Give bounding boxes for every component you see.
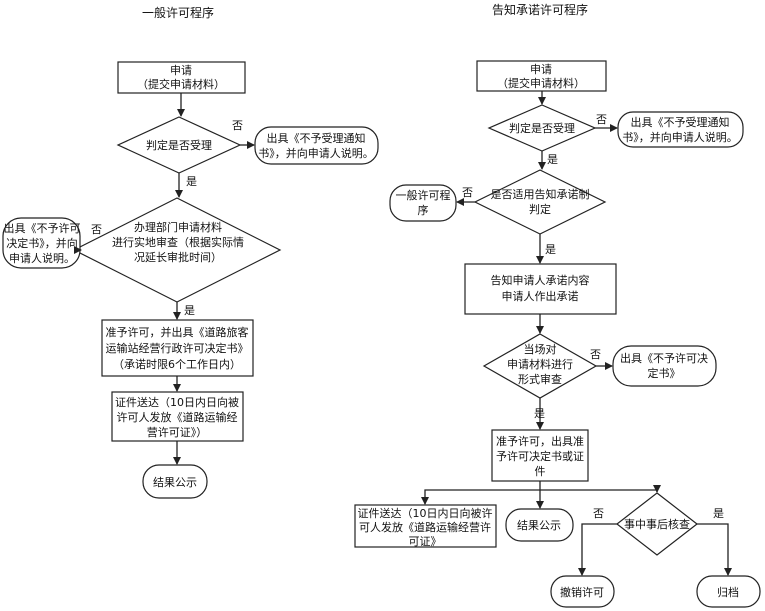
left-deny-decision-node: 出具《不予许可 决定书》，并向 申请人说明。: [2, 217, 81, 269]
right-yes2: 是: [545, 243, 556, 256]
left-accept-check-node: 判定是否受理: [116, 116, 242, 174]
right-grant-node: 准予许可，出具准 予许可决定书或证 件: [491, 429, 589, 482]
left-apply-line1: 申请: [170, 64, 192, 77]
left-publicize-label: 结果公示: [153, 476, 197, 489]
right-grant-line1: 准予许可，出具准: [496, 434, 584, 448]
left-no2: 否: [91, 223, 102, 236]
right-commitment-line1: 告知申请人承诺内容: [491, 273, 590, 287]
right-reject-notice-node: 出具《不予受理通知 书》，并向申请人说明。: [617, 111, 744, 148]
left-deny-line3: 申请人说明。: [9, 251, 75, 265]
right-publicize-label: 结果公示: [517, 519, 561, 532]
right-yes1: 是: [547, 153, 558, 166]
right-deny-line2: 定书》: [648, 366, 681, 380]
right-no4: 否: [593, 507, 604, 520]
right-commitment-node: 告知申请人承诺内容 申请人作出承诺: [464, 263, 617, 315]
right-deny-line1: 出具《不予许可决: [620, 351, 708, 365]
left-reject-notice-node: 出具《不予受理通知 书》，并向申请人说明。: [254, 126, 379, 165]
right-accept-check-label: 判定是否受理: [509, 121, 575, 135]
right-general-procedure-node: 一般许可程 序: [389, 184, 457, 222]
right-no1: 否: [596, 113, 607, 126]
right-title: 告知承诺许可程序: [492, 2, 588, 17]
left-deliver-line3: 营许可证》）: [147, 425, 208, 439]
right-deliver-line1: 证件送达（10日内日向被许: [358, 506, 493, 520]
left-reject-notice-line2: 书》，并向申请人说明。: [258, 146, 374, 160]
right-post-check-node: 事中事后核查: [616, 492, 698, 556]
left-connectors: [74, 93, 255, 465]
left-review-line2: 进行实地审查（根据实际情: [112, 235, 244, 249]
left-review-line3: 况延长审批时间）: [134, 250, 222, 264]
left-title: 一般许可程序: [142, 5, 214, 20]
right-general-line1: 一般许可程: [396, 189, 451, 202]
right-publicize-node: 结果公示: [505, 508, 574, 542]
right-archive-node: 归档: [696, 575, 761, 608]
right-apply-node: 申请 （提交申请材料）: [476, 60, 607, 92]
right-reject-notice-line2: 书》，并向申请人说明。: [622, 130, 738, 144]
right-formal-review-line3: 形式审查: [518, 372, 562, 386]
left-reject-notice-line1: 出具《不予受理通知: [267, 131, 366, 145]
right-commitment-line2: 申请人作出承诺: [502, 289, 579, 303]
right-apply-line2: （提交申请材料）: [497, 76, 585, 90]
right-no3: 否: [590, 348, 601, 361]
right-deny-decision-node: 出具《不予许可决 定书》: [612, 345, 717, 387]
left-deliver-line2: 许可人发放《道路运输经: [117, 410, 238, 424]
right-deliver-node: 证件送达（10日内日向被许 可人发放《道路运输经营许 可证》: [354, 504, 497, 548]
right-formal-review-node: 当场对 申请材料进行 形式审查: [482, 333, 598, 399]
right-apply-line1: 申请: [530, 63, 552, 76]
right-no2: 否: [462, 186, 473, 199]
left-deny-line1: 出具《不予许可: [4, 221, 81, 235]
right-accept-check-node: 判定是否受理: [487, 104, 597, 152]
right-applicable-line2: 判定: [529, 202, 551, 216]
left-grant-node: 准予许可，并出具《道路旅客 运输站经营行政许可决定书》 （承诺时限6个工作日内）: [101, 319, 254, 377]
right-applicable-line1: 是否适用告知承诺制: [491, 187, 590, 201]
right-grant-line2: 予许可决定书或证: [496, 449, 584, 463]
right-post-check-label: 事中事后核查: [624, 517, 690, 531]
left-yes1: 是: [186, 175, 197, 188]
right-formal-review-line1: 当场对: [524, 342, 557, 356]
left-grant-line3: （承诺时限6个工作日内）: [113, 357, 241, 371]
right-general-line2: 序: [418, 203, 429, 217]
right-reject-notice-line1: 出具《不予受理通知: [631, 115, 730, 129]
left-apply-line2: （提交申请材料）: [137, 77, 225, 91]
right-revoke-node: 撤销许可: [550, 575, 615, 608]
right-connectors: [421, 91, 732, 576]
left-grant-line1: 准予许可，并出具《道路旅客: [106, 325, 249, 339]
left-review-node: 办理部门申请材料 进行实地审查（根据实际情 况延长审批时间）: [72, 197, 282, 303]
right-revoke-label: 撤销许可: [560, 585, 604, 599]
left-deliver-node: 证件送达（10日内日向被 许可人发放《道路运输经 营许可证》）: [111, 391, 244, 442]
left-yes2: 是: [184, 304, 195, 317]
left-accept-check-label: 判定是否受理: [146, 138, 212, 152]
right-deliver-line3: 可证》: [409, 535, 442, 548]
right-grant-line3: 件: [535, 465, 546, 478]
left-apply-node: 申请 （提交申请材料）: [117, 61, 246, 94]
left-no1: 否: [232, 119, 243, 132]
right-formal-review-line2: 申请材料进行: [507, 357, 573, 371]
right-yes4: 是: [713, 507, 724, 520]
right-deliver-line2: 可人发放《道路运输经营许: [359, 520, 491, 534]
left-grant-line2: 运输站经营行政许可决定书》: [106, 341, 249, 355]
general-procedure-flow: 一般许可程序 申请 （提交申请材料） 判定是否受理 出具《不予受理通知 书》，并…: [2, 5, 379, 499]
left-deny-line2: 决定书》，并向: [6, 236, 78, 250]
right-applicable-check-node: 是否适用告知承诺制 判定: [473, 169, 607, 235]
right-yes3: 是: [534, 407, 545, 420]
right-archive-label: 归档: [717, 585, 739, 599]
notification-commitment-flow: 告知承诺许可程序 申请 （提交申请材料） 判定是否受理 出具《不予受理通知 书》…: [354, 2, 761, 608]
left-review-line1: 办理部门申请材料: [134, 220, 222, 234]
left-deliver-line1: 证件送达（10日内日向被: [115, 395, 239, 409]
left-publicize-node: 结果公示: [142, 464, 208, 499]
